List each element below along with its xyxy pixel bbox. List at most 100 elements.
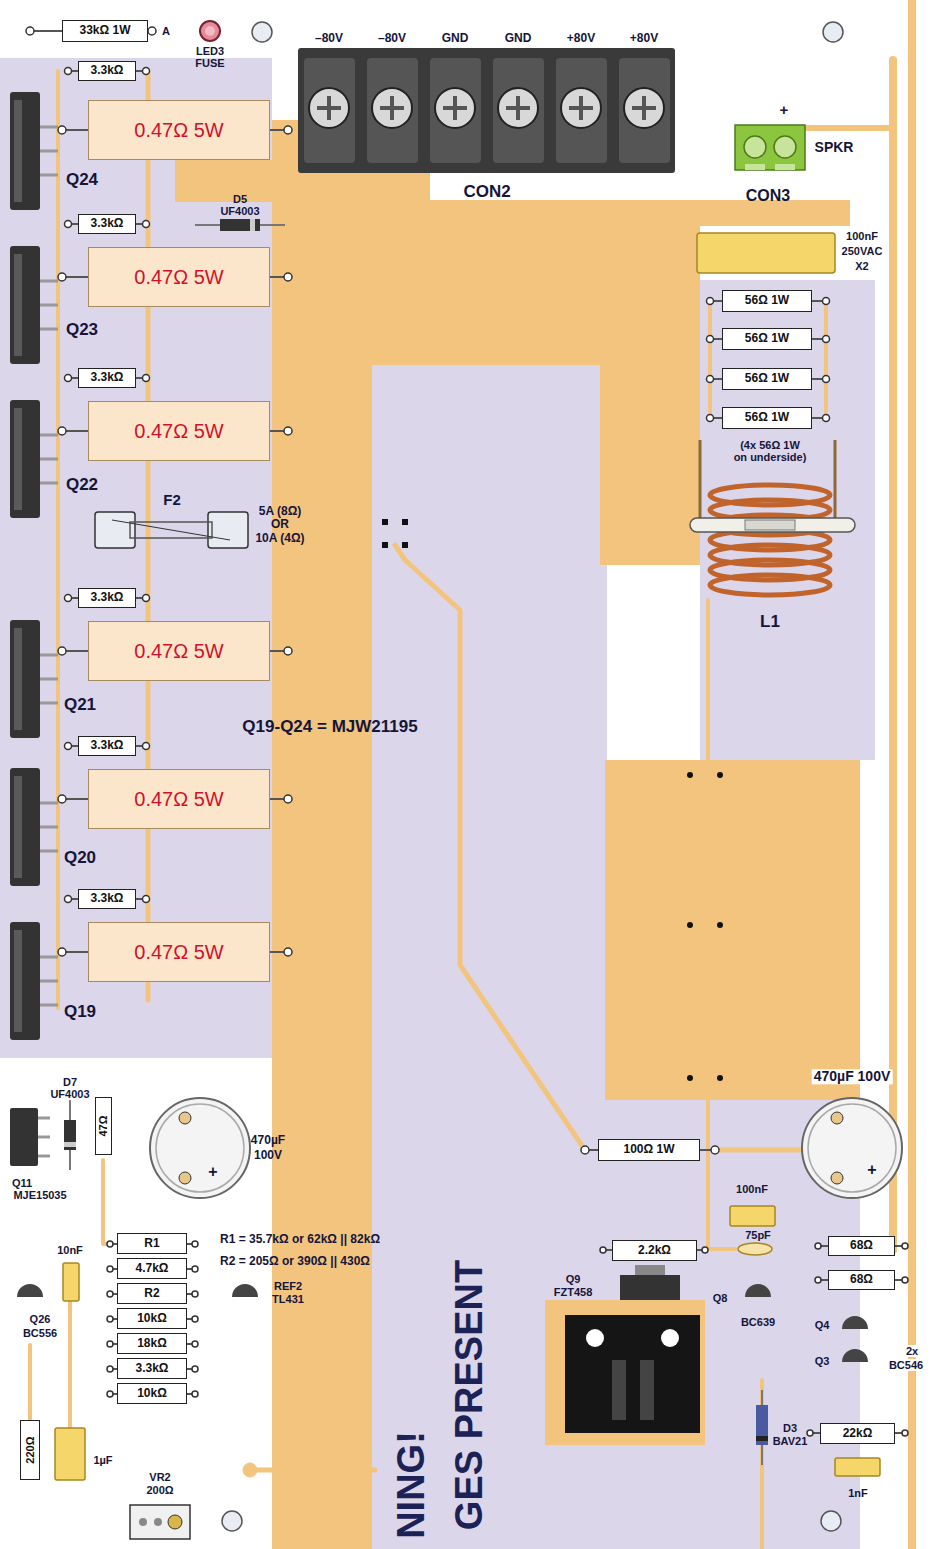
resistor-symbol: 56Ω 1W [722,328,812,350]
solder-pad [65,221,72,228]
small-transistor [745,1284,771,1297]
mounting-hole [222,22,843,1531]
solder-pad [823,298,830,305]
part-label: CON2 [463,183,510,202]
speaker-connector [745,164,765,170]
component-value: 220Ω [24,1436,36,1463]
solder-pad [807,1430,813,1436]
resistor-symbol: 56Ω 1W [722,290,812,312]
solder-pad [711,1146,719,1154]
terminal-block [435,88,475,128]
part-label: A [162,25,170,37]
component-value: 100Ω 1W [624,1143,675,1156]
power-transistor [40,434,58,437]
component-value: 56Ω 1W [745,332,789,345]
part-label: Q3 [815,1355,830,1367]
resistor-symbol: R1 [117,1233,187,1254]
speaker-connector [744,136,766,158]
power-transistor [40,702,58,705]
power-transistor [10,768,40,886]
solder-pad [192,1291,198,1297]
power-transistor [10,92,40,210]
part-label: D5 [233,193,247,205]
solder-pad [107,1316,113,1322]
solder-pad [107,1391,113,1397]
part-label: CON3 [746,187,790,205]
component-value: 0.47Ω 5W [134,119,223,141]
copper-track [56,71,60,1008]
solder-pad [58,126,66,134]
solder-pad [107,1366,113,1372]
solder-pad [284,647,292,655]
diode-symbol [64,1142,76,1147]
terminal-block [367,58,418,163]
solder-pad [143,595,150,602]
solder-pad [58,427,66,435]
copper-track [708,301,712,418]
trimmer-pot [130,1505,190,1539]
power-transistor [14,408,22,510]
part-label: BAV21 [773,1435,808,1447]
component-value: 56Ω 1W [745,372,789,385]
terminal-block [579,96,583,120]
board-ground [480,1100,860,1549]
power-transistor [10,620,40,738]
resistor-symbol: 3.3kΩ [78,368,136,388]
power-transistor [38,1118,50,1156]
component-value: 22kΩ [843,1427,873,1440]
electrolytic-capacitor [150,1098,250,1198]
part-label: X2 [853,260,870,272]
power-transistor [40,654,58,657]
mounting-hole [222,1511,242,1531]
power-transistor [40,126,58,129]
solder-pad [192,1316,198,1322]
solder-pad [143,743,150,750]
terminal-block [298,48,675,173]
small-transistor [620,1275,680,1300]
resistor-symbol: 33kΩ 1W [62,20,148,42]
via [382,519,388,525]
power-transistor [40,956,58,959]
board-ground [0,58,272,1058]
part-label: D3 [783,1422,797,1434]
heatsink-device [640,1360,654,1420]
part-label: +80V [567,32,595,45]
inductor-coil [690,518,855,532]
solder-pad [65,896,72,903]
solder-pad [26,27,908,1436]
component-value: 3.3kΩ [136,1362,169,1375]
inductor-coil [834,440,837,525]
component-value: 56Ω 1W [745,294,789,307]
component-lead [30,30,62,32]
terminal-block [390,96,394,120]
via [402,542,408,548]
part-label: Q26 [30,1313,51,1325]
power-transistor [40,850,58,853]
electrolytic-capacitor [831,1112,843,1124]
part-label: Q20 [64,849,96,868]
via [687,1075,693,1081]
small-transistor [842,1316,868,1329]
part-label: + [208,1163,217,1181]
solder-pad [65,743,72,750]
part-label: 10nF [57,1244,83,1256]
copper-track [30,0,912,1549]
small-transistor [17,1265,868,1362]
component-value: 0.47Ω 5W [134,941,223,963]
power-transistor [40,280,58,283]
solder-pad [902,1430,908,1436]
copper-pour [605,760,860,1100]
part-label: Q4 [815,1319,830,1331]
terminal-block [298,48,675,173]
power-transistor [40,328,58,331]
power-resistor: 0.47Ω 5W [88,922,270,982]
resistor-symbol: 56Ω 1W [722,407,812,429]
part-label: TL431 [272,1293,304,1305]
solder-pad [815,1277,821,1283]
resistor-symbol: 3.3kΩ [78,889,136,909]
part-label: Q9 [566,1273,581,1285]
solder-pad [707,336,714,343]
solder-pad [707,415,714,422]
solder-pad [143,375,150,382]
power-transistor [38,1155,50,1158]
